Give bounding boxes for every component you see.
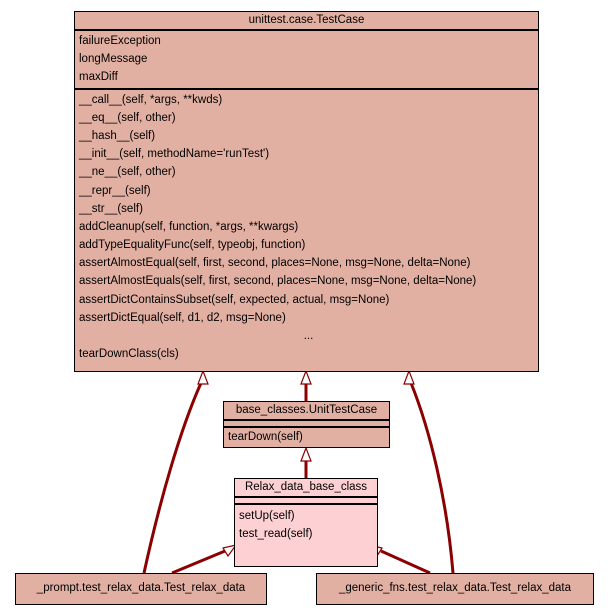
method: assertDictEqual(self, d1, d2, msg=None): [79, 311, 286, 324]
attribute: failureException: [79, 35, 161, 47]
arrowhead-icon: [403, 369, 415, 385]
ellipsis: ...: [303, 330, 314, 342]
method: __ne__(self, other): [79, 166, 176, 179]
edge-prompt-to-testcase: [142, 382, 203, 574]
method: test_read(self): [239, 528, 313, 541]
class-prompt-test-relax-data[interactable]: _prompt.test_relax_data.Test_relax_data: [15, 573, 267, 605]
class-generic-fns-test-relax-data[interactable]: _generic_fns.test_relax_data.Test_relax_…: [316, 573, 594, 605]
method: __str__(self): [79, 202, 143, 215]
method: __call__(self, *args, **kwds): [79, 93, 223, 106]
class-title: Relax_data_base_class: [235, 479, 377, 498]
method: tearDownClass(cls): [79, 348, 179, 361]
arrowhead-icon: [300, 369, 312, 385]
method: assertAlmostEqual(self, first, second, p…: [79, 257, 471, 270]
class-relax-data-base-class[interactable]: Relax_data_base_class setUp(self) test_r…: [234, 478, 378, 567]
method: __init__(self, methodName='runTest'): [79, 148, 270, 161]
method: __hash__(self): [79, 129, 156, 142]
method: addCleanup(self, function, *args, **kwar…: [79, 220, 299, 233]
edge-generic-to-relax: [380, 549, 431, 575]
method: __eq__(self, other): [79, 111, 176, 124]
methods-section: tearDown(self): [224, 428, 389, 447]
method: __repr__(self): [79, 184, 151, 197]
methods-section: setUp(self) test_read(self): [235, 505, 377, 544]
attributes-section: failureException longMessage maxDiff: [75, 31, 538, 90]
arrowhead-icon: [300, 446, 312, 462]
arrowhead-icon: [197, 369, 209, 385]
attribute: maxDiff: [79, 71, 118, 84]
class-title: unittest.case.TestCase: [75, 12, 538, 31]
arrowhead-icon: [222, 544, 238, 558]
methods-section: __call__(self, *args, **kwds) __eq__(sel…: [75, 90, 538, 365]
method: addTypeEqualityFunc(self, typeobj, funct…: [79, 239, 306, 252]
class-title: base_classes.UnitTestCase: [224, 402, 389, 421]
edge-prompt-to-relax: [171, 549, 226, 575]
method: tearDown(self): [228, 431, 303, 443]
class-unittestcase[interactable]: base_classes.UnitTestCase tearDown(self): [223, 401, 390, 448]
edge-generic-to-testcase: [409, 382, 455, 574]
method: setUp(self): [239, 510, 295, 522]
method: assertAlmostEquals(self, first, second, …: [79, 275, 477, 288]
method: assertDictContainsSubset(self, expected,…: [79, 293, 390, 306]
attributes-section: [235, 498, 377, 505]
attribute: longMessage: [79, 53, 148, 66]
attributes-section: [224, 421, 389, 428]
class-testcase[interactable]: unittest.case.TestCase failureException …: [74, 11, 539, 372]
